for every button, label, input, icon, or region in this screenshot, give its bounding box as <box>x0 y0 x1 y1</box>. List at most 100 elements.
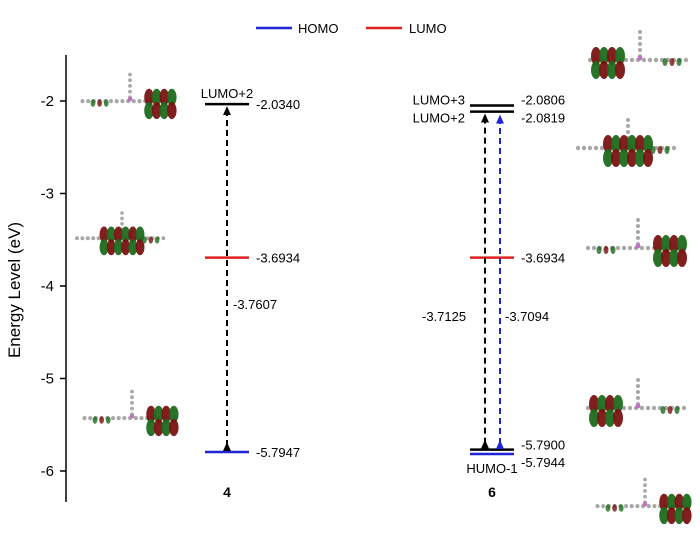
atom <box>114 99 119 104</box>
level-value-label-4: -5.7947 <box>256 445 300 460</box>
orbital-lobe <box>169 405 179 423</box>
atom <box>116 416 121 421</box>
atom <box>621 405 627 411</box>
atom <box>128 78 132 83</box>
atom <box>638 42 642 46</box>
atom <box>86 99 91 104</box>
atom <box>130 401 134 405</box>
orbital-lobe <box>121 239 131 256</box>
atom <box>627 245 633 251</box>
orbital-4-lumo2 <box>80 72 177 120</box>
atom <box>626 130 630 134</box>
orbital-lobe <box>106 239 116 256</box>
orbital-lobe <box>151 102 162 120</box>
atom <box>110 416 116 421</box>
orbital-lobe-small <box>103 99 109 107</box>
orbital-lobe <box>615 61 625 79</box>
orbital-lobe-small <box>142 236 147 244</box>
atom <box>645 245 651 251</box>
orbital-lobe <box>603 135 613 153</box>
orbital-lobe <box>589 395 599 413</box>
atom <box>671 145 677 151</box>
y-tick-label: -5 <box>41 371 54 388</box>
atom <box>122 416 127 421</box>
atom <box>643 489 647 493</box>
orbital-6-homo-1 <box>595 477 692 525</box>
atom <box>599 145 605 151</box>
atom <box>681 405 687 411</box>
orbital-lobe <box>605 409 615 427</box>
atom <box>642 501 648 507</box>
atom <box>575 145 581 151</box>
orbital-lobe <box>151 88 162 106</box>
orbital-lobe-small <box>667 406 673 414</box>
orbital-lobe <box>135 226 145 243</box>
orbital-lobe <box>643 149 653 167</box>
atom <box>120 99 125 104</box>
orbital-lobe <box>121 226 131 243</box>
atom <box>629 504 634 509</box>
orbital-lobe <box>113 226 123 243</box>
orbital-lobe <box>128 226 138 243</box>
atom <box>647 57 653 63</box>
atom <box>80 236 85 241</box>
atom <box>80 99 85 104</box>
orbital-lobe <box>597 395 607 413</box>
atom <box>636 378 640 382</box>
y-axis-title: Energy Level (eV) <box>5 222 24 358</box>
transition-gap-label-6: -3.7125 <box>422 309 466 324</box>
y-tick-label: -2 <box>41 93 54 110</box>
orbital-lobe <box>99 226 109 243</box>
orbital-lobe <box>159 88 169 106</box>
level-name-label-4: LUMO+2 <box>201 86 253 101</box>
atom <box>601 504 606 509</box>
orbital-lobe <box>669 235 679 253</box>
orbital-lobe-small <box>618 504 624 512</box>
orbital-lobe <box>153 419 164 437</box>
atom <box>623 504 629 509</box>
orbital-6-lumo2 <box>575 118 677 167</box>
orbital-lobe <box>653 235 663 253</box>
orbital-lobe <box>674 507 684 525</box>
atom <box>636 236 640 240</box>
orbital-lobe <box>635 149 645 167</box>
plot-area: -2.0340LUMO+2-3.6934-5.7947-3.7607-2.080… <box>201 86 565 476</box>
atom <box>88 416 93 421</box>
orbital-lobe-small <box>657 146 663 154</box>
y-tick-label: -6 <box>41 463 54 480</box>
orbital-lobe <box>589 409 599 427</box>
atom <box>635 243 641 249</box>
atom <box>643 494 647 499</box>
legend-lumo-label: LUMO <box>409 21 447 36</box>
atom <box>120 222 124 226</box>
y-tick-label: -3 <box>41 186 54 203</box>
orbital-lobe <box>635 135 645 153</box>
orbital-lobe <box>99 239 109 256</box>
orbital-lobe-small <box>669 58 675 66</box>
orbital-lobe <box>146 405 156 423</box>
atom <box>641 57 647 63</box>
orbital-lobe <box>619 135 629 153</box>
orbital-lobe <box>607 61 617 79</box>
orbital-lobe <box>611 149 621 167</box>
atom <box>85 236 90 241</box>
orbital-lobe <box>607 47 617 65</box>
atom <box>129 413 135 419</box>
atom <box>75 236 79 241</box>
orbital-lobe-small <box>97 99 102 107</box>
atom <box>636 384 640 388</box>
level-value-label-6: -3.6934 <box>521 251 565 266</box>
orbital-lobe <box>605 395 615 413</box>
atom <box>636 224 640 228</box>
atom <box>629 57 635 63</box>
orbital-lobe-small <box>603 246 609 254</box>
orbital-lobe <box>682 507 692 525</box>
atom <box>635 403 641 409</box>
orbital-lobe <box>128 239 138 256</box>
orbital-lobe <box>613 409 623 427</box>
atom <box>621 245 627 251</box>
orbital-lobe <box>153 405 164 423</box>
atom <box>626 124 630 128</box>
orbital-lobe-small <box>660 406 666 414</box>
